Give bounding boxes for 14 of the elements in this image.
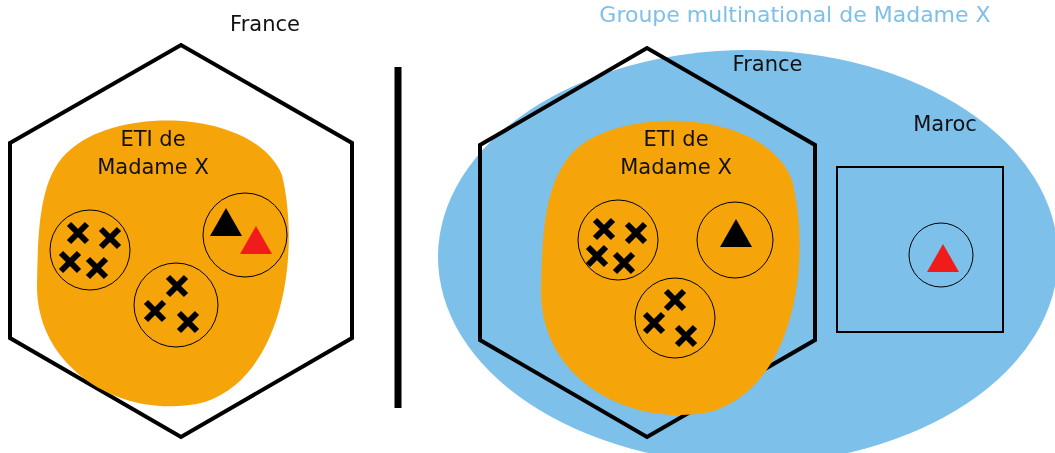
node-heading: Maroc bbox=[912, 111, 978, 138]
node-heading: France bbox=[731, 51, 804, 78]
circle bbox=[578, 200, 658, 280]
circle bbox=[909, 223, 973, 287]
circle bbox=[697, 202, 773, 278]
circle bbox=[635, 278, 715, 358]
node-heading: France bbox=[229, 11, 301, 38]
hexagon bbox=[478, 46, 818, 440]
circle bbox=[134, 263, 218, 347]
node-heading: ETI de Madame X bbox=[619, 126, 733, 182]
node-heading: ETI de Madame X bbox=[96, 126, 210, 182]
circle bbox=[203, 193, 287, 277]
node-heading: Groupe multinational de Madame X bbox=[598, 1, 992, 29]
circle bbox=[50, 210, 130, 290]
